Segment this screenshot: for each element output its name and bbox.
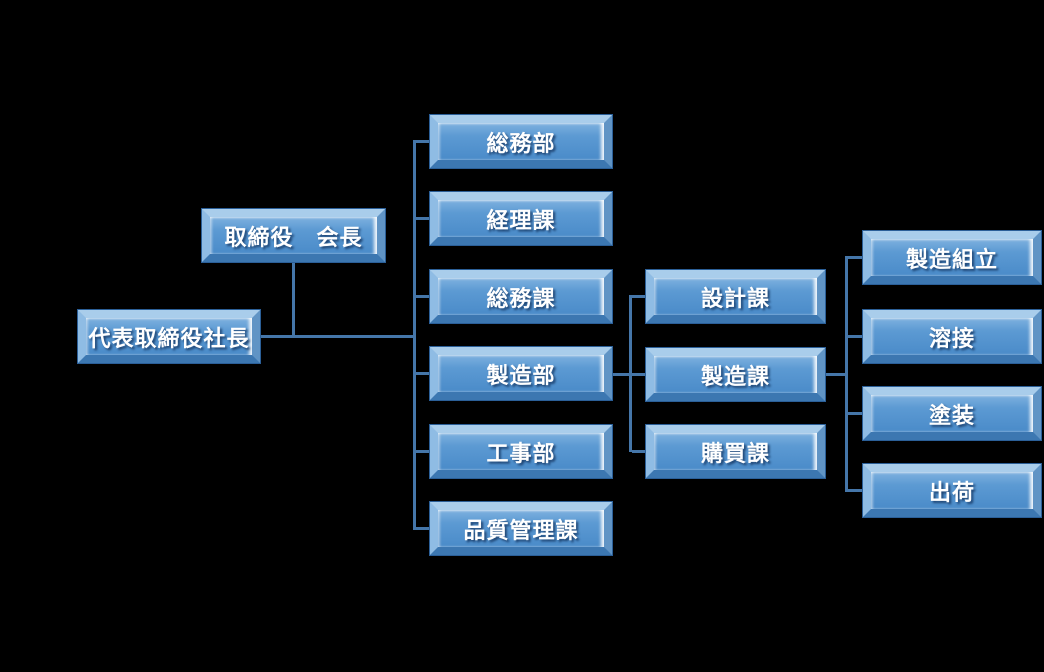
connector-stub-manufacturing-dept [413, 372, 430, 375]
connector-stub-assembly [848, 256, 863, 259]
connector-stub-welding [848, 335, 863, 338]
org-node-general-affairs-section[interactable]: 総務課 [429, 269, 613, 324]
connector-president-chairman [292, 262, 295, 338]
connector-stub-quality-control-section [413, 527, 430, 530]
org-node-purchasing-section[interactable]: 購買課 [645, 424, 826, 479]
connector-stub-general-affairs-section [413, 295, 430, 298]
connector-stub-painting [848, 412, 863, 415]
connector-stub-general-affairs-dept [413, 140, 430, 143]
connector-stub-accounting-section [413, 217, 430, 220]
org-node-shipping[interactable]: 出荷 [862, 463, 1042, 518]
org-node-painting[interactable]: 塗装 [862, 386, 1042, 441]
org-node-general-affairs-dept[interactable]: 総務部 [429, 114, 613, 169]
connector-president-trunk [261, 335, 416, 338]
org-node-quality-control-section[interactable]: 品質管理課 [429, 501, 613, 556]
connector-stub-construction-dept [413, 450, 430, 453]
org-node-construction-dept[interactable]: 工事部 [429, 424, 613, 479]
connector-trunk-sections [629, 295, 632, 452]
org-node-assembly[interactable]: 製造組立 [862, 230, 1042, 285]
org-node-manufacturing-dept[interactable]: 製造部 [429, 346, 613, 401]
connector-manufacturing-section-feed [825, 373, 848, 376]
org-node-welding[interactable]: 溶接 [862, 309, 1042, 364]
org-node-design-section[interactable]: 設計課 [645, 269, 826, 324]
connector-stub-shipping [848, 489, 863, 492]
org-node-president[interactable]: 代表取締役社長 [77, 309, 261, 364]
connector-stub-purchasing-section [632, 450, 646, 453]
org-node-chairman[interactable]: 取締役 会長 [201, 208, 386, 263]
connector-stub-design-section [632, 295, 646, 298]
connector-trunk-processes [845, 256, 848, 492]
connector-trunk-departments [413, 140, 416, 530]
org-node-accounting-section[interactable]: 経理課 [429, 191, 613, 246]
org-node-manufacturing-section[interactable]: 製造課 [645, 347, 826, 402]
